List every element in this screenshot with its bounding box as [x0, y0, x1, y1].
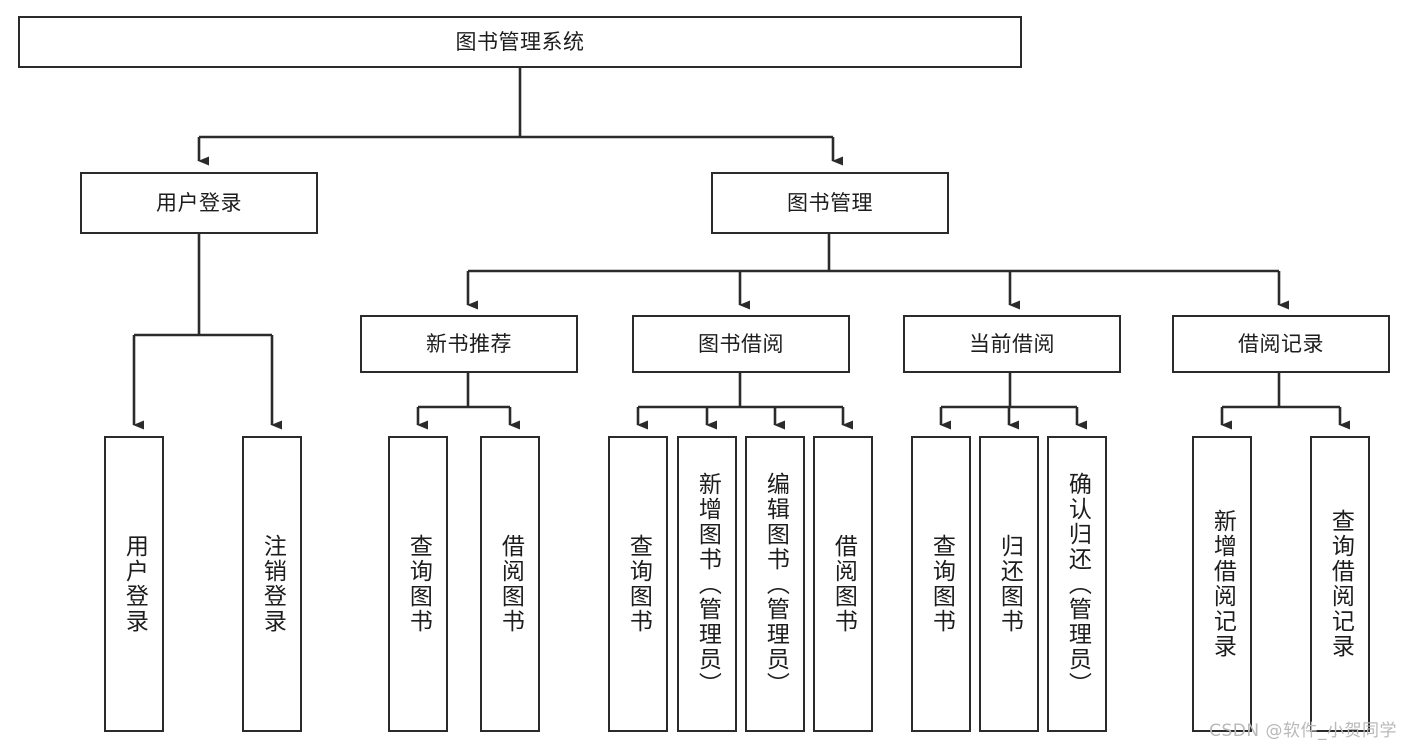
node-leaf-rec-query-book-label: 查询图书 — [405, 534, 432, 634]
csdn-watermark: CSDN @软件_小贺同学 — [1209, 721, 1397, 741]
node-leaf-rec-add-record[interactable]: 新增借阅记录 — [1192, 436, 1252, 732]
node-leaf-cur-confirm-return-label: 确认归还（管理员） — [1064, 471, 1091, 697]
node-leaf-user-logout-label: 注销登录 — [259, 534, 286, 634]
node-borrow-record[interactable]: 借阅记录 — [1172, 315, 1390, 373]
node-leaf-user-login-label: 用户登录 — [121, 534, 148, 634]
node-leaf-rec-borrow-book[interactable]: 借阅图书 — [480, 436, 540, 732]
node-leaf-rec-borrow-book-label: 借阅图书 — [497, 534, 524, 634]
node-leaf-borrow-query-book-label: 查询图书 — [625, 534, 652, 634]
node-book-manage[interactable]: 图书管理 — [711, 172, 949, 234]
node-leaf-user-login[interactable]: 用户登录 — [104, 436, 164, 732]
node-leaf-borrow-edit-book[interactable]: 编辑图书（管理员） — [745, 436, 805, 732]
node-leaf-cur-query-book[interactable]: 查询图书 — [911, 436, 971, 732]
node-leaf-borrow-borrow-book-label: 借阅图书 — [830, 534, 857, 634]
node-leaf-rec-add-record-label: 新增借阅记录 — [1209, 509, 1236, 659]
node-root-label: 图书管理系统 — [455, 29, 585, 54]
node-book-manage-label: 图书管理 — [787, 190, 873, 215]
node-book-borrow-label: 图书借阅 — [698, 331, 784, 356]
node-leaf-borrow-borrow-book[interactable]: 借阅图书 — [813, 436, 873, 732]
node-leaf-borrow-edit-book-label: 编辑图书（管理员） — [762, 471, 789, 697]
node-root[interactable]: 图书管理系统 — [18, 16, 1022, 68]
node-leaf-cur-return-book[interactable]: 归还图书 — [979, 436, 1039, 732]
node-leaf-user-logout[interactable]: 注销登录 — [242, 436, 302, 732]
node-leaf-rec-query-book[interactable]: 查询图书 — [388, 436, 448, 732]
node-leaf-cur-confirm-return[interactable]: 确认归还（管理员） — [1047, 436, 1107, 732]
node-current-borrow-label: 当前借阅 — [969, 331, 1055, 356]
node-leaf-rec-query-record-label: 查询借阅记录 — [1327, 509, 1354, 659]
node-borrow-record-label: 借阅记录 — [1238, 331, 1324, 356]
node-new-book-rec[interactable]: 新书推荐 — [360, 315, 578, 373]
node-leaf-borrow-query-book[interactable]: 查询图书 — [608, 436, 668, 732]
node-user-login-label: 用户登录 — [156, 190, 242, 215]
node-leaf-borrow-add-book[interactable]: 新增图书（管理员） — [677, 436, 737, 732]
node-current-borrow[interactable]: 当前借阅 — [903, 315, 1121, 373]
node-leaf-cur-query-book-label: 查询图书 — [928, 534, 955, 634]
node-leaf-borrow-add-book-label: 新增图书（管理员） — [694, 471, 721, 697]
node-new-book-rec-label: 新书推荐 — [426, 331, 512, 356]
node-leaf-cur-return-book-label: 归还图书 — [996, 534, 1023, 634]
node-user-login[interactable]: 用户登录 — [80, 172, 318, 234]
node-book-borrow[interactable]: 图书借阅 — [632, 315, 850, 373]
node-leaf-rec-query-record[interactable]: 查询借阅记录 — [1310, 436, 1370, 732]
